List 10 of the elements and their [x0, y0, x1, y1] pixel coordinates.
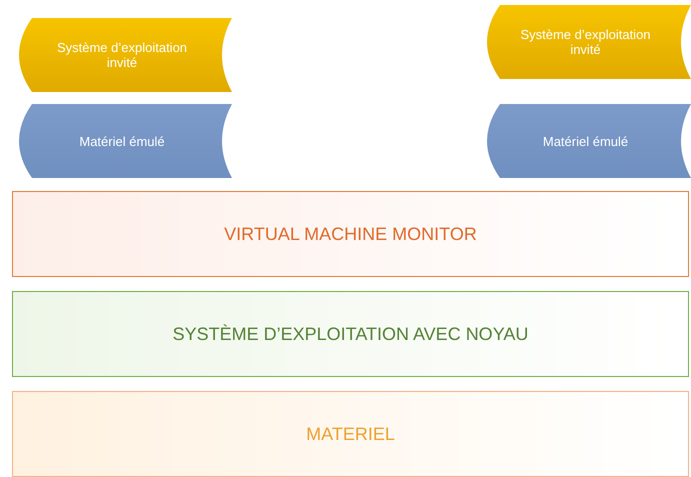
- layer-label: MATERIEL: [305, 424, 396, 444]
- node-label: Matériel émulé: [78, 134, 166, 148]
- node-label: Matériel émulé: [542, 134, 630, 148]
- layer-label: SYSTÈME D’EXPLOITATION AVEC NOYAU: [172, 324, 530, 344]
- layer-box: [12, 191, 689, 277]
- node-label: Système d’exploitation invité: [56, 40, 188, 70]
- layer-box: [12, 291, 689, 377]
- layer-box: [12, 391, 689, 477]
- node-label: Système d’exploitation invité: [519, 27, 652, 57]
- layer-label: VIRTUAL MACHINE MONITOR: [223, 224, 478, 244]
